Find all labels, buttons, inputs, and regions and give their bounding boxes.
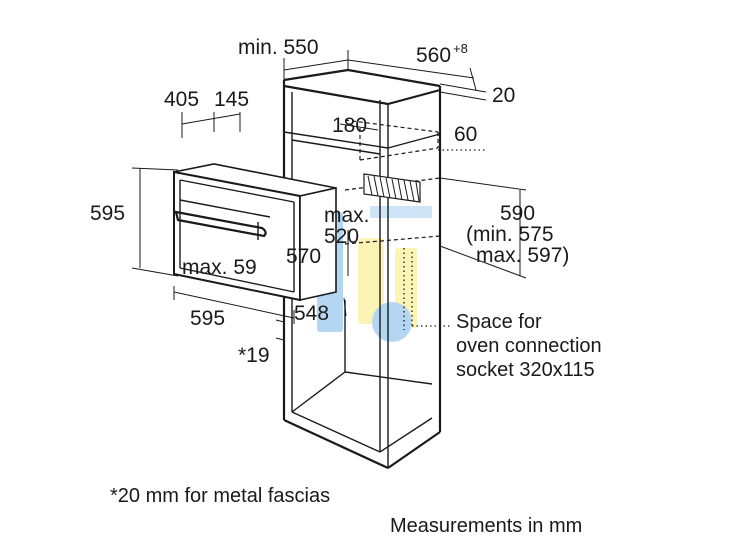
label-niche-depth-tolerance: +8 [453, 41, 468, 56]
label-cabinet-depth-min: min. 550 [238, 36, 319, 59]
label-rear-opening: 180 [332, 114, 367, 137]
label-niche-depth: 560 [416, 44, 451, 67]
footnote-units: Measurements in mm [390, 515, 582, 537]
label-back-gap: 20 [492, 84, 515, 107]
label-fascia-offset: *19 [238, 344, 270, 367]
label-inner-width: 548 [294, 302, 329, 325]
label-oven-width: 595 [190, 307, 225, 330]
label-niche-height: 590 [500, 202, 535, 225]
label-oven-front-max: max. 59 [182, 256, 257, 279]
label-oven-depth: 405 [164, 88, 199, 111]
label-cutout-max: max. [324, 204, 370, 227]
ventilation-cutout [363, 173, 421, 203]
label-cutout-max-value: 520 [324, 225, 359, 248]
label-oven-height: 595 [90, 202, 125, 225]
tall-cabinet [282, 68, 442, 469]
socket-note-line3: socket 320x115 [456, 359, 595, 381]
footnote-metal-fascia: *20 mm for metal fascias [110, 485, 330, 507]
label-niche-height-max: max. 597) [476, 244, 569, 267]
label-niche-height-min: (min. 575 [466, 223, 554, 246]
oven-unit [173, 163, 337, 302]
label-oven-body-depth: 570 [286, 245, 321, 268]
socket-note-line2: oven connection [456, 335, 602, 357]
socket-note-line1: Space for [456, 311, 542, 333]
dimension-lines [131, 50, 527, 341]
label-oven-depth-front: 145 [214, 88, 249, 111]
label-vent-depth: 60 [454, 123, 477, 146]
